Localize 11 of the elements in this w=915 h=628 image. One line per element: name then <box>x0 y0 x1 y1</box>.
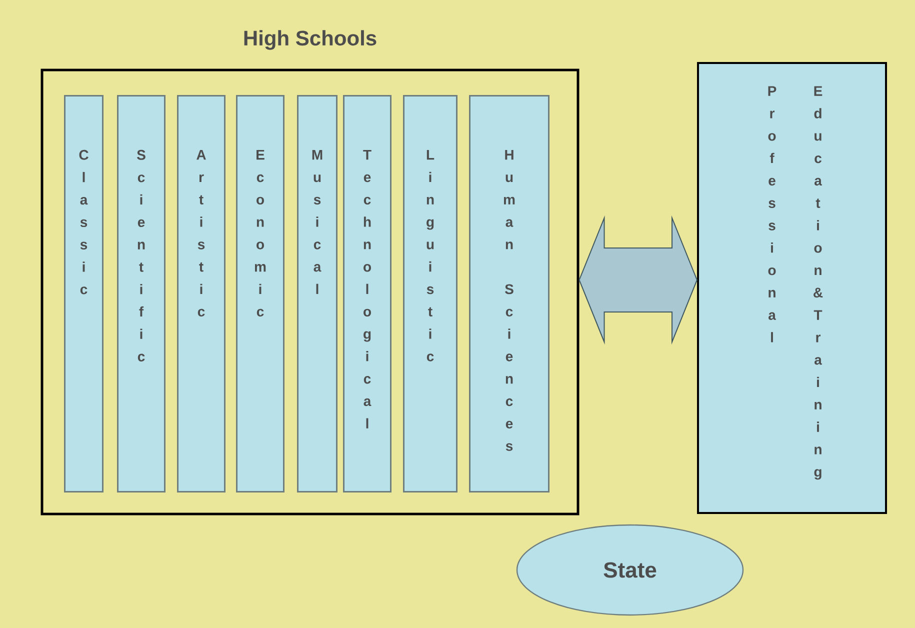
node-label: High Schools <box>244 30 376 50</box>
double-arrow <box>578 215 698 345</box>
school-column: Human Sciences <box>469 95 550 492</box>
school-column: Musical <box>297 95 338 492</box>
school-column: Economic <box>236 95 284 492</box>
training-box: Professional Education&Training <box>697 62 887 514</box>
school-column: Scientific <box>117 95 166 492</box>
school-column: Classic <box>64 95 104 492</box>
school-column: Artistic <box>177 95 226 492</box>
school-column: Technological <box>343 95 392 492</box>
school-column: Linguistic <box>403 95 458 492</box>
